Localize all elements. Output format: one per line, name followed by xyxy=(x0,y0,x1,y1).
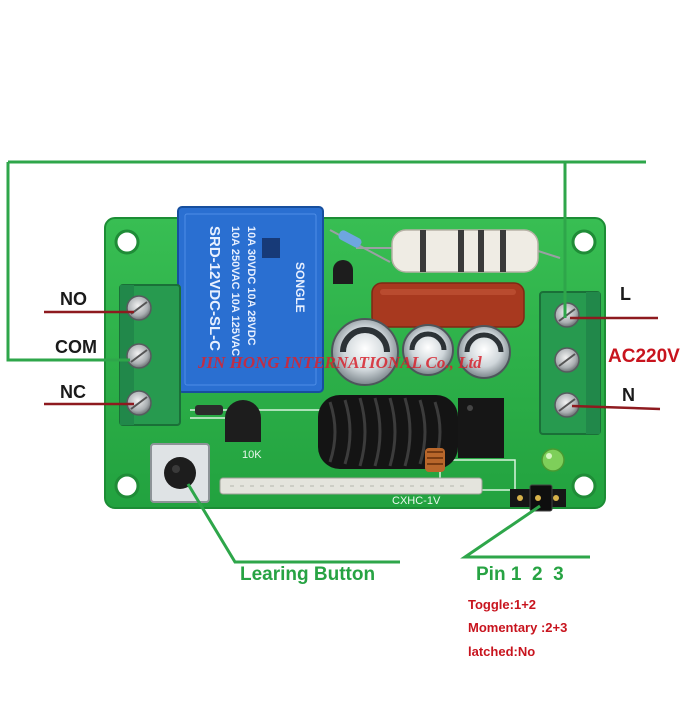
callout-pins xyxy=(460,504,590,559)
board-mark-module: CXHC-1V xyxy=(392,495,441,507)
relay-printing: SRD-12VDC-SL-C 10A 250VAC 10A 125VAC 10A… xyxy=(206,226,307,356)
mount-hole xyxy=(114,473,140,499)
relay-rating-text: 10A 30VDC 10A 28VDC xyxy=(245,226,257,346)
mode-toggle: Toggle:1+2 xyxy=(468,597,537,612)
mount-hole xyxy=(571,229,597,255)
wiring-loop xyxy=(6,160,646,362)
terminal-block-right xyxy=(539,291,601,435)
ic-chip xyxy=(458,398,504,458)
transistor xyxy=(195,260,353,442)
label-pins: Pin 1 2 3 xyxy=(476,564,564,585)
led xyxy=(541,448,565,472)
leader-lines xyxy=(44,310,661,411)
wire-left-to-com xyxy=(6,162,130,362)
leader-n xyxy=(571,404,661,411)
receiver-module xyxy=(219,477,483,495)
label-voltage: AC220V xyxy=(608,346,680,367)
label-learning-button: Learing Button xyxy=(240,564,376,585)
mode-momentary: Momentary :2+3 xyxy=(468,620,568,635)
mount-hole xyxy=(571,473,597,499)
relay-rating-text: 10A 250VAC 10A 125VAC xyxy=(229,226,241,356)
power-resistor xyxy=(356,229,561,273)
label-com: COM xyxy=(55,337,97,357)
label-l: L xyxy=(620,284,631,304)
terminal-block-left xyxy=(119,284,181,426)
mode-latched: latched:No xyxy=(468,644,536,659)
board-mark-resistor: 10K xyxy=(242,449,262,461)
small-resistor xyxy=(329,229,391,263)
label-n: N xyxy=(622,385,635,405)
pin-header xyxy=(510,484,566,512)
label-nc: NC xyxy=(60,382,86,402)
callout-lines xyxy=(186,483,590,564)
watermark: JIN HONG INTERNATIONAL Co., Ltd xyxy=(197,353,482,372)
film-capacitor xyxy=(371,282,525,328)
label-no: NO xyxy=(60,289,87,309)
callout-button xyxy=(186,483,400,564)
electrolytic-capacitors xyxy=(331,318,511,386)
mount-hole xyxy=(114,229,140,255)
relay-model-text: SRD-12VDC-SL-C xyxy=(206,226,223,351)
inductor xyxy=(425,448,445,472)
antenna-coil xyxy=(318,395,458,469)
learning-button xyxy=(150,443,210,503)
relay-brand-text: SONGLE xyxy=(293,262,307,313)
